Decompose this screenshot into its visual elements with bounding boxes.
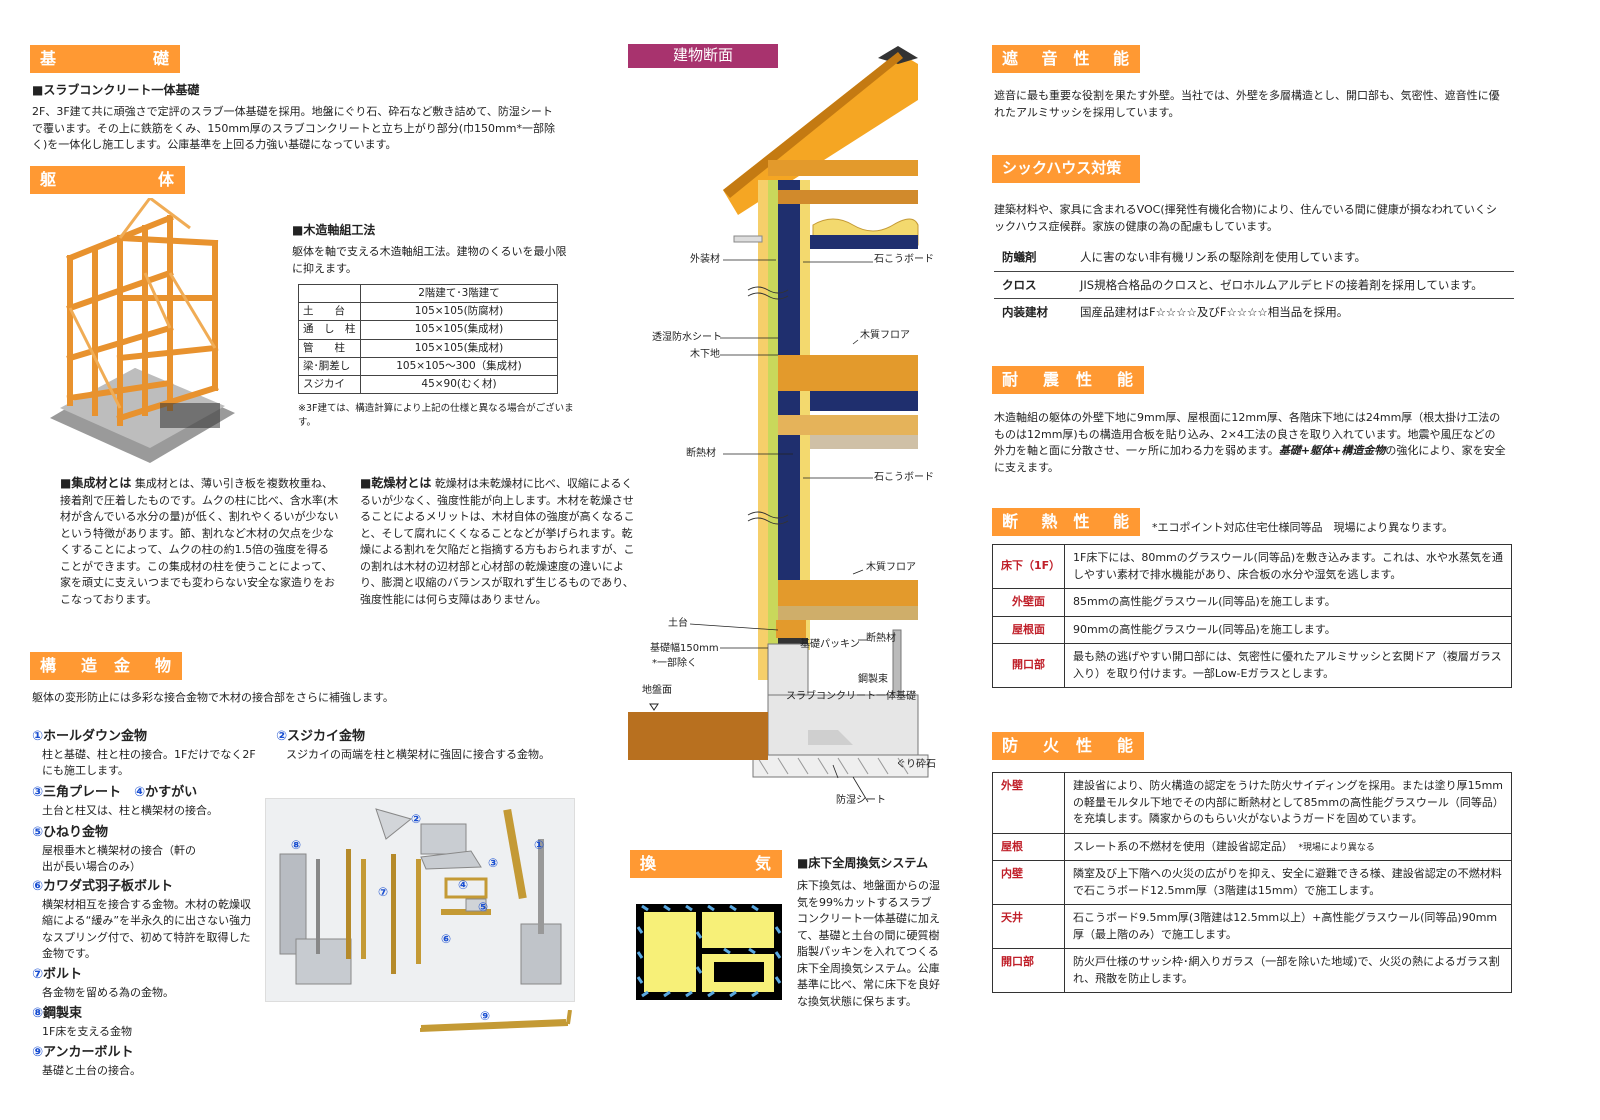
label-kishitaji: 木下地 bbox=[690, 349, 720, 360]
building-section-diagram bbox=[628, 46, 929, 803]
label-boushitsu: 防湿シート bbox=[836, 795, 886, 806]
kiso-subtitle: ■スラブコンクリート一体基礎 bbox=[32, 83, 200, 97]
shaon-header: 遮音性能 bbox=[992, 45, 1140, 73]
bouka-small-note: *現場により異なる bbox=[1298, 842, 1375, 853]
table-row: 天井石こうボード9.5mm厚(3階建は12.5mm以上）+高性能グラスウール(同… bbox=[992, 904, 1512, 949]
label-mokushitsu-2: 木質フロア bbox=[866, 562, 916, 573]
timber-frame-illustration bbox=[50, 198, 235, 463]
dannetsu-table: 床下（1F）1F床下には、80mmのグラスウール(同等品)を敷き込みます。これは… bbox=[992, 544, 1512, 688]
photo-mark-2: ② bbox=[411, 812, 422, 826]
kutai-subtitle: ■木造軸組工法 bbox=[292, 223, 376, 237]
hardware-photo: ⑧ ② ① ③ ⑦ ④ ⑤ ⑥ bbox=[265, 798, 575, 1029]
hardware-item-8: ⑧鋼製束 1F床を支える金物 bbox=[32, 1006, 132, 1038]
taishin-bold: 基礎+躯体+構造金物 bbox=[1278, 444, 1386, 457]
table-row: 開口部最も熱の逃げやすい開口部には、気密性に優れたアルミサッシと玄関ドア（複層ガ… bbox=[992, 643, 1512, 688]
table-row: 開口部防火戸仕様のサッシ枠･網入りガラス（一部を除いた地域)で、火災の熱によるガ… bbox=[992, 948, 1512, 993]
kutai-note: ※3F建ては、構造計算により上記の仕様と異なる場合がございます。 bbox=[298, 403, 574, 428]
kiso-text: 2F、3F建て共に頑強さで定評のスラブ一体基礎を採用。地盤にぐり石、砕石など敷き… bbox=[32, 105, 555, 151]
bouka-header: 防火性能 bbox=[992, 732, 1144, 760]
kansouzai-title: ■乾燥材とは bbox=[360, 476, 432, 490]
kutai-text: 躯体を軸で支える木造軸組工法。建物のくるいを最小限に抑えます。 bbox=[292, 245, 567, 275]
hardware-item-1: ①ホールダウン金物 柱と基礎、柱と柱の接合。1Fだけでなく2Fにも施工します。 bbox=[32, 729, 256, 778]
kanki-text: 床下換気は、地盤面からの湿気を99%カットするスラブコンクリート一体基礎に加えて… bbox=[797, 879, 940, 1008]
kanki-header: 換気 bbox=[630, 850, 782, 878]
table-row: 屋根スレート系の不燃材を使用（建設省認定品） *現場により異なる bbox=[992, 832, 1512, 861]
label-guri: ぐり砕石 bbox=[896, 759, 936, 770]
photo-mark-7: ⑦ bbox=[378, 885, 389, 899]
kutai-header: 躯体 bbox=[30, 166, 185, 194]
table-row: 外壁建設省により、防火構造の認定をうけた防火サイディングを採用。または塗り厚15… bbox=[992, 772, 1512, 834]
shuseizai-block: ■集成材とは 集成材とは、薄い引き板を複数枚重ね、接着剤で圧着したものです。ムク… bbox=[60, 474, 340, 608]
label-sekkou-1: 石こうボード bbox=[874, 254, 934, 265]
sick-header: シックハウス対策 bbox=[992, 155, 1140, 183]
hardware-item-9: ⑨アンカーボルト 基礎と土台の接合。 bbox=[32, 1045, 141, 1077]
photo-mark-4: ④ bbox=[458, 878, 469, 892]
dannetsu-note: *エコポイント対応住宅仕様同等品 現場により異なります。 bbox=[1152, 521, 1454, 534]
hardware-item-7: ⑦ボルト 各金物を留める為の金物。 bbox=[32, 967, 174, 999]
danmen-title: 建物断面 bbox=[628, 44, 778, 68]
label-gaisouzai: 外装材 bbox=[690, 254, 720, 265]
photo-mark-5: ⑤ bbox=[478, 900, 489, 914]
taishin-header: 耐震性能 bbox=[992, 366, 1144, 394]
sick-text: 建築材料や、家具に含まれるVOC(揮発性有機化合物)により、住んでいる間に健康が… bbox=[994, 203, 1497, 233]
kansouzai-block: ■乾燥材とは 乾燥材は未乾燥材に比べ、収縮によるくるいが少なく、強度性能が向上し… bbox=[360, 474, 638, 608]
dannetsu-header: 断熱性能 bbox=[992, 508, 1140, 536]
label-dannetsu: 断熱材 bbox=[686, 448, 716, 459]
hardware-item-3-4: ③三角プレート ④かすがい 土台と柱又は、柱と横架材の接合。 bbox=[32, 785, 218, 817]
hardware-item-6: ⑥カワダ式羽子板ボルト 横架材相互を接合する金物。木材の乾燥収縮による“緩み”を… bbox=[32, 879, 252, 961]
bouka-table: 外壁建設省により、防火構造の認定をうけた防火サイディングを採用。または塗り厚15… bbox=[992, 772, 1512, 993]
label-sekkou-2: 石こうボード bbox=[874, 472, 934, 483]
photo-mark-6: ⑥ bbox=[441, 932, 452, 946]
kansouzai-text: 乾燥材は未乾燥材に比べ、収縮によるくるいが少なく、強度性能が向上します。木材を乾… bbox=[360, 477, 635, 606]
label-dodai: 土台 bbox=[668, 618, 688, 629]
table-row: 内壁隣室及び上下階への火災の広がりを抑え、安全に避難できる様、建設省認定の不燃材… bbox=[992, 860, 1512, 905]
kanamono-header: 構造金物 bbox=[30, 652, 182, 680]
label-slab: スラブコンクリート一体基礎 bbox=[786, 691, 916, 702]
photo-mark-9: ⑨ bbox=[480, 1009, 491, 1023]
shuseizai-text: 集成材とは、薄い引き板を複数枚重ね、接着剤で圧着したものです。ムクの柱に比べ、含… bbox=[60, 477, 339, 606]
hardware-item-5: ⑤ひねり金物 屋根垂木と横架材の接合（軒の出が長い場合のみ） bbox=[32, 825, 196, 874]
label-ichibu: *一部除く bbox=[652, 658, 697, 669]
taishin-text: 木造軸組の躯体の外壁下地に9mm厚、屋根面に12mm厚、各階床下地には24mm厚… bbox=[994, 411, 1506, 474]
label-kouseizuka: 鋼製束 bbox=[858, 674, 888, 685]
label-kisohaba: 基礎幅150mm bbox=[650, 643, 719, 654]
label-touki: 透湿防水シート bbox=[652, 332, 722, 343]
photo-mark-1: ① bbox=[534, 838, 545, 852]
table-row: 防蟻剤人に害のない非有機リン系の駆除剤を使用しています。 bbox=[994, 244, 1514, 272]
kiso-header: 基礎 bbox=[30, 45, 180, 73]
photo-mark-3: ③ bbox=[488, 856, 499, 870]
spec-head: 2階建て･3階建て bbox=[360, 283, 558, 304]
shuseizai-title: ■集成材とは bbox=[60, 476, 132, 490]
anchor-bolt-illustration bbox=[420, 1010, 572, 1032]
table-row: 床下（1F）1F床下には、80mmのグラスウール(同等品)を敷き込みます。これは… bbox=[992, 544, 1512, 589]
photo-mark-8: ⑧ bbox=[291, 838, 302, 852]
kanamono-intro: 躯体の変形防止には多彩な接合金物で木材の接合部をさらに補強します。 bbox=[32, 691, 394, 704]
label-mokushitsu-1: 木質フロア bbox=[860, 330, 910, 341]
ventilation-plan-diagram bbox=[636, 904, 782, 1000]
shaon-text: 遮音に最も重要な役割を果たす外壁。当社では、外壁を多層構造とし、開口部も、気密性… bbox=[994, 89, 1500, 119]
label-dannetsu-2: 断熱材 bbox=[866, 633, 896, 644]
label-jibanmen: 地盤面 bbox=[642, 685, 672, 696]
kanki-subtitle: ■床下全周換気システム bbox=[797, 856, 928, 870]
label-packing: 基礎パッキン bbox=[800, 639, 860, 650]
hardware-item-2: ②スジカイ金物 スジカイの両端を柱と横架材に強固に接合する金物。 bbox=[276, 729, 550, 761]
table-row: 内装建材国産品建材はF☆☆☆☆及びF☆☆☆☆相当品を採用。 bbox=[1002, 305, 1349, 320]
